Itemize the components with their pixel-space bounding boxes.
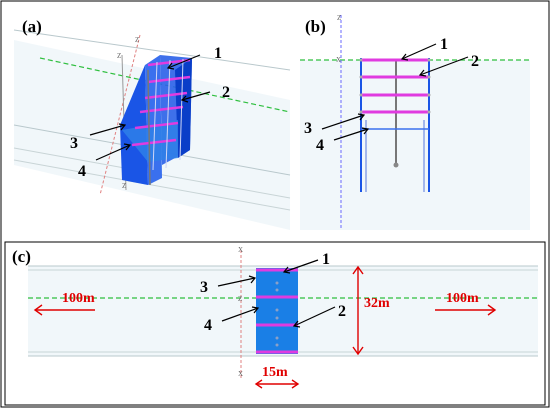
right-extent-label: 100m (446, 291, 479, 306)
strut-levels (361, 58, 429, 114)
axis-z-label: Z (135, 36, 139, 44)
panel-a-label: (a) (22, 17, 42, 36)
callout-4: 4 (78, 163, 86, 180)
axis-x-label: X (238, 246, 243, 254)
axis-z-label: Z (238, 295, 242, 303)
wall-left (120, 65, 148, 185)
panel-c-border (4, 241, 546, 406)
callout-3: 3 (304, 120, 312, 137)
axis-x-label: X (336, 56, 341, 64)
callout-4: 4 (204, 317, 212, 334)
callout-2: 2 (338, 303, 346, 320)
soil-plane (300, 60, 530, 230)
wall-right (175, 58, 192, 158)
left-extent-label: 100m (62, 291, 95, 306)
width-label: 32m (364, 296, 390, 311)
axis-z-label: Z (337, 14, 341, 22)
axis-z-label: Z (122, 182, 126, 190)
callout-3: 3 (70, 135, 78, 152)
callout-4: 4 (316, 137, 324, 154)
panel-b-label: (b) (305, 17, 326, 36)
panel-b: Z X (b) 1 2 3 4 (300, 14, 530, 230)
panel-c-label: (c) (12, 247, 31, 266)
ground-line (39, 57, 291, 113)
excavation-base (122, 120, 178, 162)
axis-z-label: Z (117, 52, 121, 60)
callout-2: 2 (471, 53, 479, 70)
callout-3: 3 (200, 279, 208, 296)
callout-2: 2 (222, 84, 230, 101)
axis-x-label: X (238, 370, 243, 378)
dimension-arrows (33, 265, 497, 389)
callout-1: 1 (440, 36, 448, 53)
callout-1: 1 (322, 251, 330, 268)
length-label: 15m (262, 365, 288, 380)
panel-a: Z Z Z (a) 1 2 (13, 17, 291, 230)
panel-c: X Z X (c) 1 2 3 4 100m 100m (4, 241, 546, 406)
center-pile (147, 69, 151, 186)
callout-1: 1 (214, 45, 222, 62)
